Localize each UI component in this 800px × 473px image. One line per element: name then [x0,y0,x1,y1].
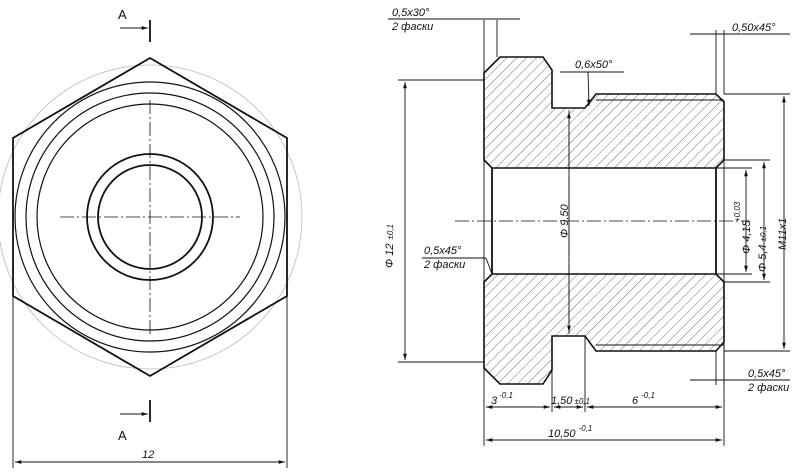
upper-wall-section [483,56,725,169]
dim-neck-diameter: Φ 5,4±0,1 [724,159,770,283]
dim-outer-diameter: Φ 12±0,1 [384,79,484,363]
chamfer-right-top-label: 0,50x45° [732,22,776,34]
chamfer-left-top-l1: 0,5x30° [392,7,430,19]
dimension-width: 12 [12,296,288,468]
dim-chamfer-left-top: 0,5x30° 2 фаски [388,7,520,73]
section-view: 0,5x30° 2 фаски 0,50x45° 0,6x50° Φ 12±0,… [384,7,790,446]
dim-bore-diameter: Φ 9,50 [559,112,571,332]
len-total-label: 10,50-0,1 [548,424,592,440]
dim-lengths: 3-0,1 1,50±0,1 6-0,1 10,50-0,1 [483,336,725,446]
bore-diameter-label: Φ 9,50 [559,203,571,238]
len-flange-label: 3-0,1 [491,391,513,407]
chamfer-right-bottom-l1: 0,5x45° [748,368,786,380]
hole-diameter-label: Φ 4,15 [741,219,753,254]
len-thread-label: 6-0,1 [632,391,655,407]
width-dim-label: 12 [142,449,154,461]
dim-inner-chamfer: 0,5x45° 2 фаски [422,245,493,275]
neck-diameter-label: Φ 5,4±0,1 [757,226,769,272]
section-mark-top: A [118,7,151,42]
dim-thread: M11x1 [724,93,790,352]
chamfer-right-bottom-l2: 2 фаски [747,382,789,394]
section-letter-bottom: A [118,428,127,443]
len-groove-label: 1,50±0,1 [551,395,590,407]
outer-diameter-label: Φ 12±0,1 [384,224,396,268]
dim-groove-chamfer: 0,6x50° [560,59,624,107]
groove-chamfer-label: 0,6x50° [575,59,613,71]
inner-chamfer-l2: 2 фаски [423,259,465,271]
section-mark-bottom: A [118,400,151,443]
flange-circle [25,92,275,342]
dim-hole-diameter: Φ 4,15 +0,03 [716,167,753,275]
lower-wall-section [483,273,725,385]
end-view: A A 12 [0,7,303,468]
outer-circle [14,81,286,353]
thread-label: M11x1 [777,218,789,250]
section-letter-top: A [118,7,127,22]
chamfer-left-top-l2: 2 фаски [391,21,433,33]
hexagon-outline [12,56,288,378]
circumscribed-circle [0,64,303,370]
dim-chamfer-right-top: 0,50x45° [690,22,790,94]
hole-diameter-tol: +0,03 [733,201,742,222]
inner-chamfer-l1: 0,5x45° [424,245,462,257]
